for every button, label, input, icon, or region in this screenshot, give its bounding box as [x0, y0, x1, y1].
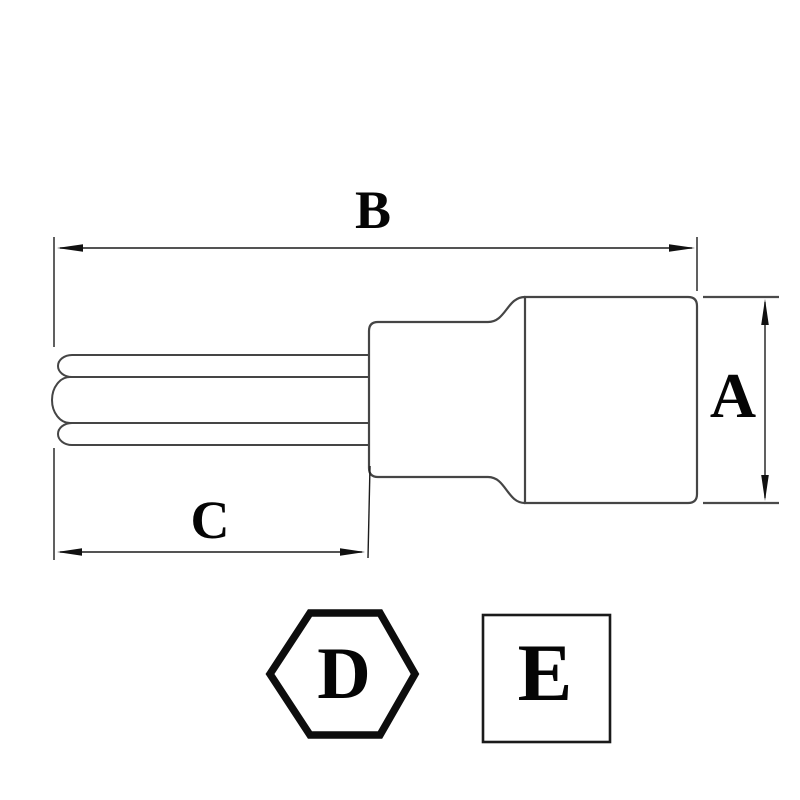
socket-body-outline	[523, 295, 699, 505]
dimension-c-extension-right	[367, 465, 371, 559]
hexagon-icon	[265, 609, 420, 739]
dimension-c-label: C	[191, 490, 230, 550]
hex-shaft-middle-face	[51, 376, 370, 424]
hex-shaft	[51, 354, 370, 446]
c-arrowhead-right-icon	[340, 548, 365, 556]
dimension-c: C	[53, 448, 371, 560]
b-arrowhead-left-icon	[57, 244, 83, 252]
square-drive-label: E	[518, 627, 573, 718]
hex-shaft-top-face	[57, 354, 370, 378]
square-icon	[481, 613, 612, 744]
dimension-a-label: A	[710, 360, 756, 431]
hex-drive-label: D	[317, 633, 370, 715]
c-arrowhead-left-icon	[57, 548, 82, 556]
socket-neck-outline	[367, 295, 527, 505]
square-drive-symbol: E	[481, 613, 612, 744]
a-arrowhead-down-icon	[761, 475, 769, 501]
dimension-b-label: B	[355, 180, 391, 240]
dimension-a: A	[703, 295, 779, 505]
dimension-b: B	[53, 180, 698, 347]
b-arrowhead-right-icon	[669, 244, 695, 252]
a-arrowhead-up-icon	[761, 299, 769, 325]
hex-drive-symbol: D	[265, 609, 420, 739]
hex-shaft-bottom-face	[57, 422, 370, 446]
